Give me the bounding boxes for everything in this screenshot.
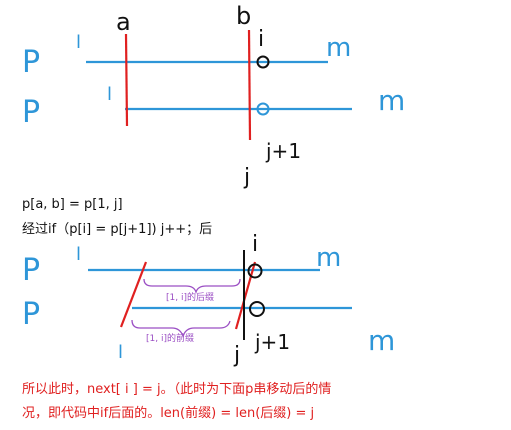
note-line-1: 所以此时，next[ i ] = j。（此时为下面p串移动后的情 — [22, 382, 332, 397]
top-index-j: j — [243, 165, 250, 190]
top-pointer-a-label: a — [116, 8, 131, 36]
top-right-mark-2: m — [378, 84, 405, 117]
bottom-string-label-1: P — [22, 253, 40, 288]
bottom-red-line-left — [119, 261, 148, 328]
top-string-label-1: P — [22, 45, 40, 80]
bottom-string-label-2: P — [22, 297, 40, 332]
bottom-red-line-right — [234, 261, 257, 330]
bottom-index-j: j — [233, 343, 240, 368]
bottom-right-mark-1: m — [316, 243, 341, 273]
bottom-left-mark-2: l — [118, 342, 123, 363]
condition-text: 经过if（p[i] = p[j+1]) j++；后 — [22, 222, 213, 237]
note-line-2: 况，即代码中if后面的。len(前缀) = len(后缀) = j — [22, 406, 315, 421]
suffix-label: [1, i]的后缀 — [166, 291, 214, 303]
top-circle-j1 — [256, 102, 270, 116]
top-index-j1: j+1 — [265, 139, 301, 163]
suffix-brace — [143, 278, 241, 295]
prefix-brace — [131, 319, 231, 338]
assignment-text: p[a, b] = p[1, j] — [22, 197, 123, 212]
bottom-right-mark-2: m — [368, 324, 395, 357]
bottom-circle-i — [247, 263, 263, 279]
bottom-index-i: i — [252, 232, 258, 257]
top-index-i: i — [258, 27, 264, 52]
top-pointer-b-label: b — [236, 2, 251, 30]
top-right-mark-1: m — [326, 33, 351, 63]
top-pointer-b-line — [247, 29, 252, 141]
top-circle-i — [256, 55, 270, 69]
top-left-mark-2: l — [107, 84, 112, 105]
bottom-left-mark-1: l — [76, 244, 81, 265]
top-string-label-2: P — [22, 95, 40, 130]
top-left-mark-1: l — [76, 32, 81, 53]
bottom-index-j1: j+1 — [254, 330, 290, 354]
top-pointer-a-line — [124, 33, 129, 127]
prefix-label: [1, i]的前缀 — [146, 332, 194, 344]
bottom-circle-j1 — [249, 301, 265, 317]
